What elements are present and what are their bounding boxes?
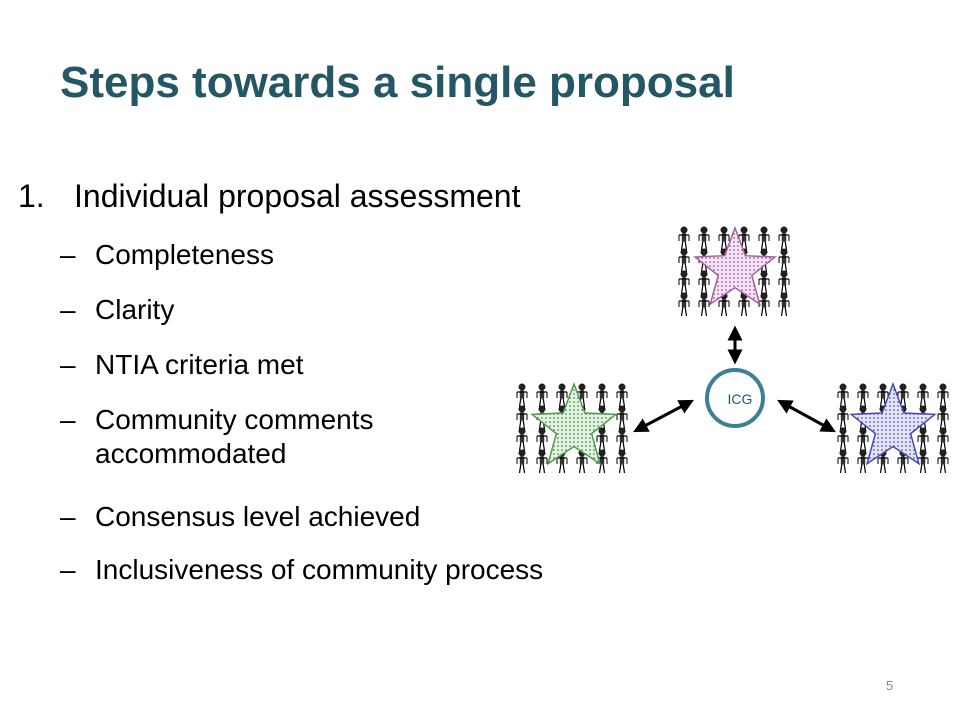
person-icon (837, 427, 849, 452)
subbullet-ntia-criteria: –NTIA criteria met (60, 348, 303, 382)
person-icon (678, 270, 690, 295)
person-icon (536, 383, 548, 408)
person-icon (937, 449, 949, 474)
dash: – (60, 554, 76, 585)
subbullet-text: Community comments (95, 404, 374, 435)
bullet-number: 1. (18, 178, 45, 214)
person-icon (536, 427, 548, 452)
subbullet-text: Consensus level achieved (95, 501, 421, 532)
dash: – (60, 501, 76, 532)
dash: – (60, 404, 76, 435)
subbullet-text: Inclusiveness of community process (95, 554, 544, 585)
person-icon (516, 405, 528, 430)
person-icon (937, 427, 949, 452)
person-icon (616, 405, 628, 430)
dash: – (60, 239, 76, 270)
person-icon (937, 383, 949, 408)
subbullet-text: Clarity (95, 294, 175, 325)
person-icon (596, 427, 608, 452)
star-icon (530, 381, 618, 466)
person-icon (917, 449, 929, 474)
person-icon (698, 292, 710, 317)
person-icon (516, 449, 528, 474)
person-icon (616, 427, 628, 452)
person-icon (778, 226, 790, 251)
person-icon (917, 427, 929, 452)
subbullet-text: NTIA criteria met (95, 349, 304, 380)
star-icon (849, 381, 937, 466)
person-icon (857, 449, 869, 474)
person-icon (616, 449, 628, 474)
community-group-left (516, 381, 628, 474)
person-icon (678, 226, 690, 251)
community-group-top (678, 225, 790, 317)
icg-label: ICG (728, 391, 753, 407)
person-icon (758, 226, 770, 251)
subbullet-text: Completeness (95, 239, 274, 270)
bullet-level1: 1. Individual proposal assessment (18, 178, 520, 215)
person-icon (698, 270, 710, 295)
person-icon (778, 292, 790, 317)
community-diagram: ICG (516, 225, 949, 474)
person-icon (837, 405, 849, 430)
person-icon (837, 449, 849, 474)
person-icon (678, 248, 690, 273)
person-icon (778, 248, 790, 273)
person-icon (857, 427, 869, 452)
subbullet-text-continued: accommodated (95, 438, 287, 469)
person-icon (678, 292, 690, 317)
person-icon (516, 427, 528, 452)
person-icon (616, 383, 628, 408)
person-icon (596, 383, 608, 408)
person-icon (837, 383, 849, 408)
subbullet-consensus-level: –Consensus level achieved (60, 500, 420, 534)
person-icon (536, 449, 548, 474)
star-icon (693, 225, 777, 306)
slide-title: Steps towards a single proposal (60, 58, 735, 107)
page-number: 5 (886, 678, 894, 693)
subbullet-community-comments: –Community comments accommodated (60, 403, 374, 471)
person-icon (778, 270, 790, 295)
dash: – (60, 294, 76, 325)
community-group-right (837, 381, 949, 474)
person-icon (516, 383, 528, 408)
person-icon (556, 383, 568, 408)
bullet-text: Individual proposal assessment (74, 178, 521, 214)
person-icon (917, 383, 929, 408)
subbullet-clarity: –Clarity (60, 293, 174, 327)
person-icon (698, 226, 710, 251)
icg-circle (705, 368, 765, 428)
arrow-left (633, 399, 694, 433)
person-icon (758, 270, 770, 295)
subbullet-completeness: –Completeness (60, 238, 274, 272)
subbullet-inclusiveness: –Inclusiveness of community process (60, 553, 543, 587)
person-icon (937, 405, 949, 430)
dash: – (60, 349, 76, 380)
person-icon (857, 383, 869, 408)
arrow-right (777, 399, 836, 433)
